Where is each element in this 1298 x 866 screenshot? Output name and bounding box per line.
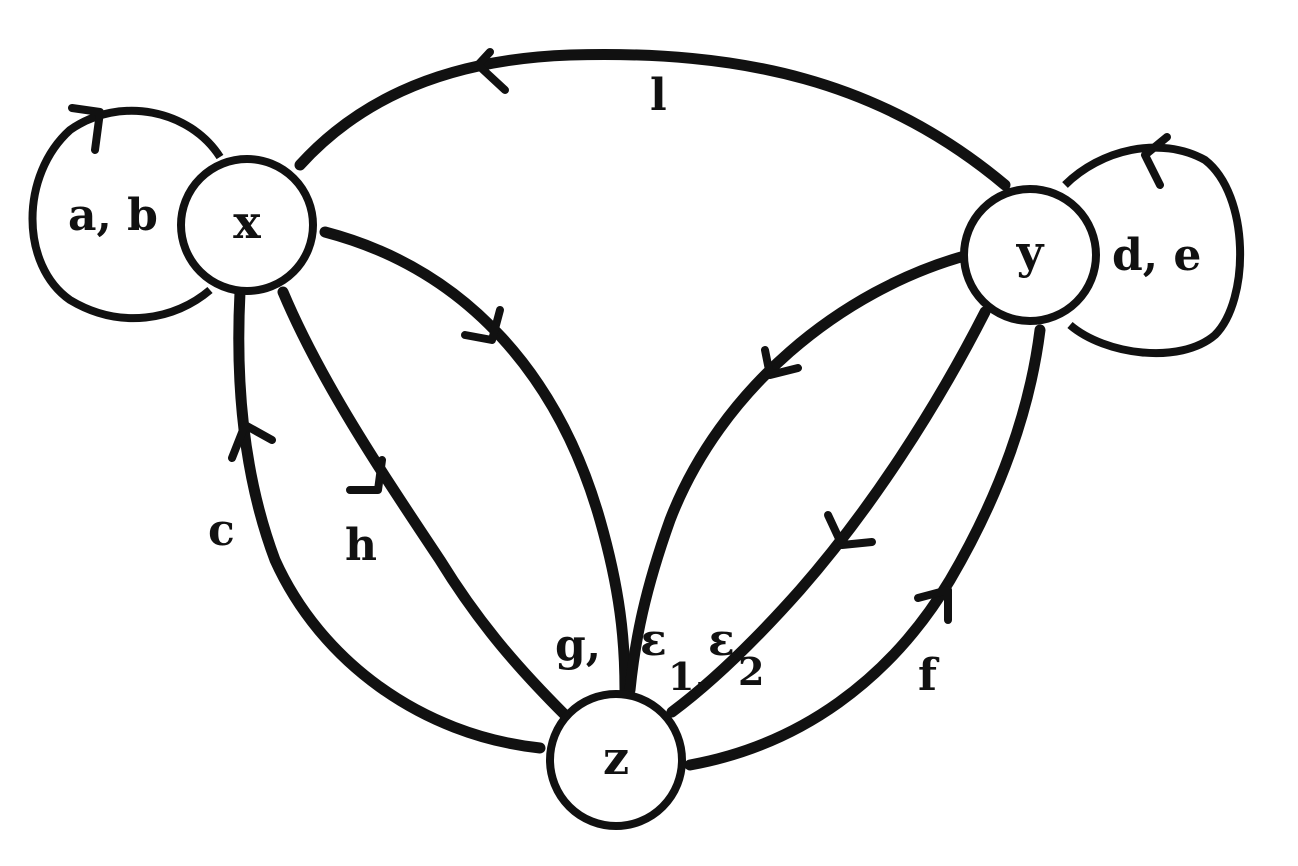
arrowhead-y-to-z-eps2 [824,511,876,549]
label-eps1-subscript: 1 [668,654,694,699]
label-loop-x: a, b [68,190,158,241]
node-z-label: z [603,731,629,785]
label-eps2-subscript: 2 [738,649,764,694]
arrowhead-x-to-z-g [461,306,504,344]
label-eps2-symbol: ε [708,615,735,666]
arrowhead-y-to-x [474,48,509,94]
label-eps1-separator: , [694,652,707,697]
edge-z-to-y [684,324,1046,771]
arrowhead-loop-y [1141,133,1171,189]
label-loop-y: d, e [1112,230,1201,281]
label-x-to-z-h: h [345,520,377,571]
edge-loop-x [28,106,224,323]
edge-x-to-z-h [277,286,571,721]
arrowhead-z-to-x [228,421,276,462]
node-x: x [177,155,317,295]
edge-y-to-x [294,49,1011,191]
edge-loop-y [1062,143,1245,358]
arrowhead-y-to-z-eps1 [761,346,802,379]
arrowhead-loop-x [68,104,104,154]
edge-y-to-z-eps1 [624,249,974,696]
arrowhead-z-to-y [914,586,952,624]
label-x-to-z-g: g, [555,620,601,671]
label-y-to-x: l [650,70,667,121]
node-z-circle [546,690,686,830]
label-y-to-z-eps2: ε [708,615,735,666]
label-z-to-y: f [918,650,940,701]
node-z: z [546,690,686,830]
edge-z-to-x [233,286,546,754]
node-y: y [960,185,1100,325]
label-z-to-x: c [208,505,235,556]
node-y-label: y [1016,225,1045,279]
node-x-circle [177,155,317,295]
label-y-to-z-eps1: ε [640,615,667,666]
node-y-circle [960,185,1100,325]
node-x-label: x [233,195,261,249]
label-eps1-symbol: ε [640,615,667,666]
arrowhead-x-to-z-h [346,456,386,494]
edge-x-to-z-g [319,226,631,696]
edge-y-to-z-eps2 [666,306,991,718]
